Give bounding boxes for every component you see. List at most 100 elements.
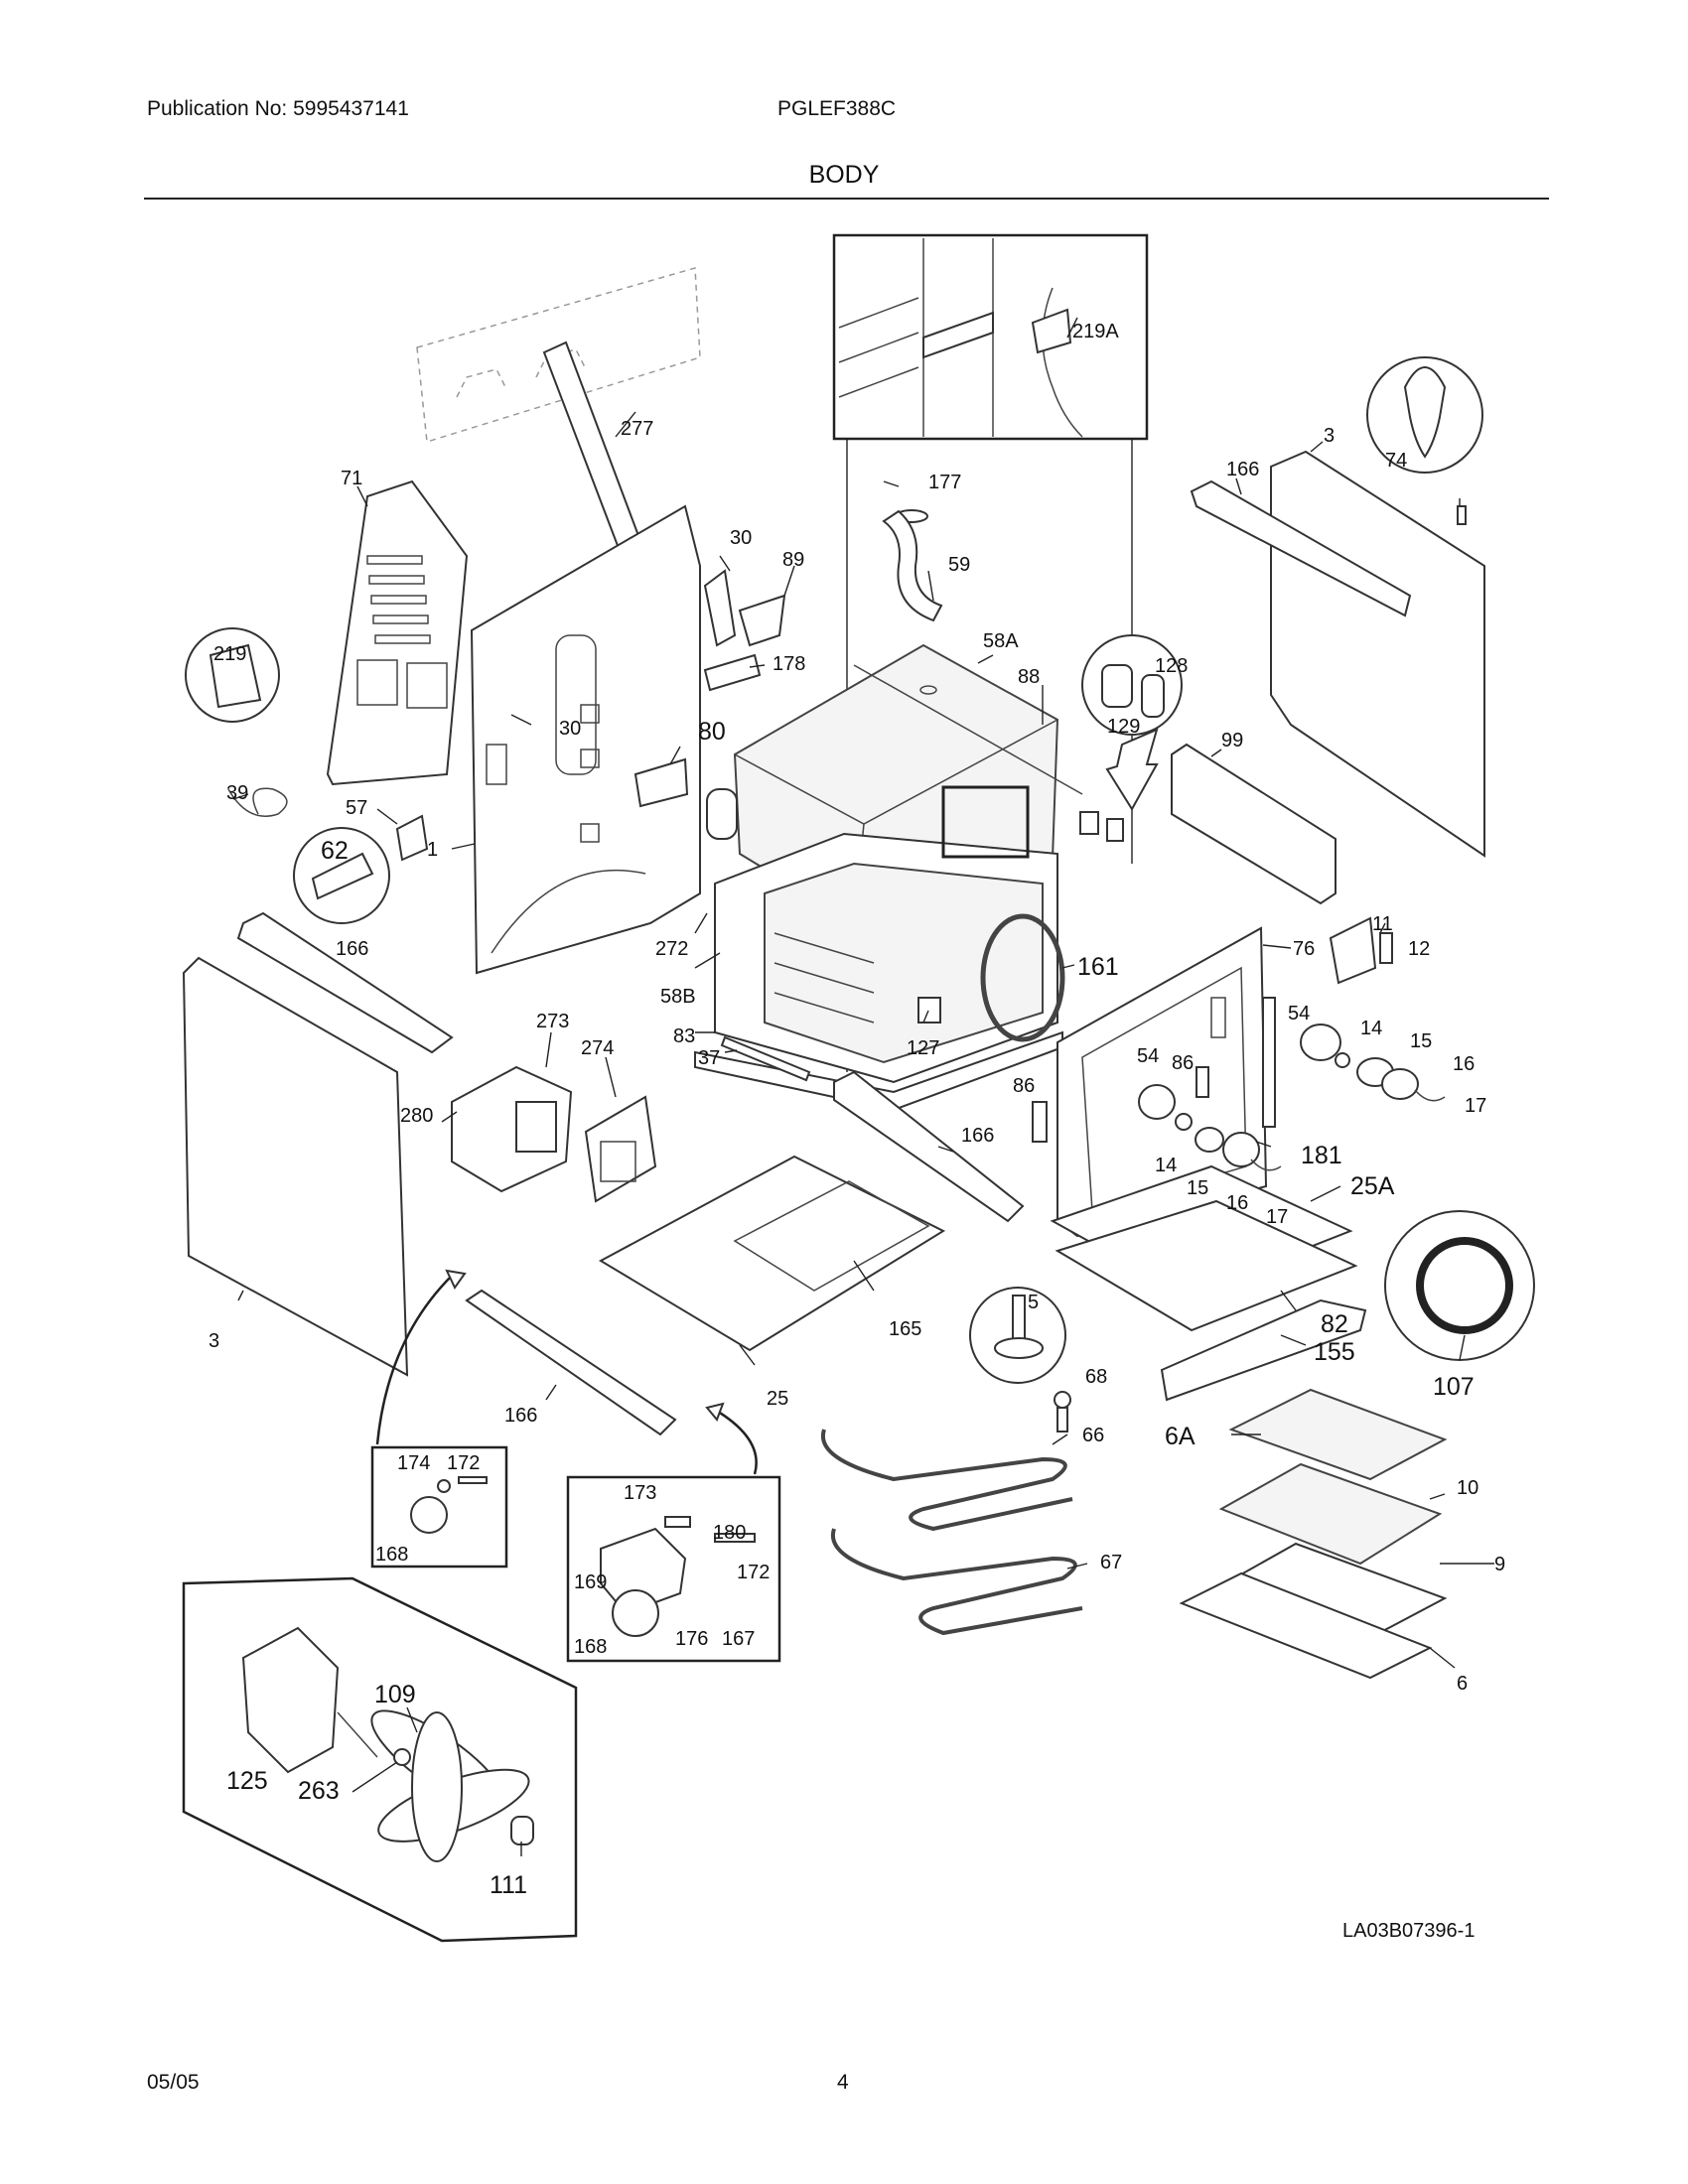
leader-lines [232,317,1494,1856]
callout-3-left: 3 [209,1330,219,1352]
callout-178: 178 [773,653,805,675]
cord-39 [227,787,288,817]
callout-62: 62 [321,837,349,865]
callout-86-upper: 86 [1172,1052,1194,1074]
callout-10: 10 [1457,1477,1478,1499]
header-divider [144,198,1549,200]
callout-176: 176 [675,1628,708,1650]
bracket-178 [703,653,762,692]
footer-page-number: 4 [837,2071,849,2094]
callout-15-upper: 15 [1410,1030,1432,1052]
callout-167: 167 [722,1628,755,1650]
insulation-99 [1171,743,1336,905]
side-panel-left-3 [182,956,409,1377]
callout-277: 277 [621,418,653,440]
callout-54-upper: 54 [1288,1003,1310,1024]
callout-11: 11 [1372,913,1393,935]
callout-83: 83 [673,1025,695,1047]
callout-129: 129 [1107,716,1140,738]
callout-174: 174 [397,1452,430,1474]
callout-5: 5 [1028,1292,1039,1313]
broil-pan-insert-10 [1218,1462,1443,1566]
footer-date: 05/05 [147,2071,200,2094]
callout-74: 74 [1385,450,1407,472]
door-gasket-161 [980,913,1065,1042]
callout-128: 128 [1155,655,1188,677]
callout-88: 88 [1018,666,1040,688]
callout-59: 59 [948,554,970,576]
callout-180: 180 [713,1522,746,1544]
callout-12: 12 [1408,938,1430,960]
trim-166-top [1190,479,1412,617]
oven-cavity [694,832,1063,1112]
callout-80: 80 [698,718,726,746]
bottom-panel-25 [598,1155,946,1352]
model-number: PGLEF388C [777,97,897,120]
callout-71: 71 [341,468,362,489]
callout-86-lower: 86 [1013,1075,1035,1097]
motor-bracket-273 [451,1065,573,1193]
callout-172-left: 172 [447,1452,480,1474]
bracket-30-89 [703,569,786,647]
inset-leveler-5 [969,1287,1066,1384]
callout-89: 89 [782,549,804,571]
callout-39: 39 [226,782,248,804]
inset-128-129 [1081,634,1183,811]
callout-17-upper: 17 [1465,1095,1486,1117]
callout-15-lower: 15 [1187,1177,1208,1199]
hose-59 [882,509,943,622]
fan-cover-107 [1384,1210,1535,1361]
inset-convection-motor [182,1576,578,1943]
callout-58B: 58B [660,986,696,1008]
callout-3-top: 3 [1324,425,1335,447]
callout-14-upper: 14 [1360,1018,1382,1039]
callout-219A: 219A [1072,321,1119,342]
bracket-80 [633,757,689,808]
callout-181: 181 [1301,1142,1342,1169]
inset-219A [832,233,1149,441]
callout-14-lower: 14 [1155,1155,1177,1176]
callout-219: 219 [213,643,246,665]
callout-1: 1 [427,839,438,861]
cover-57 [395,814,429,862]
callout-173: 173 [624,1482,656,1504]
callout-165: 165 [889,1318,921,1340]
callout-274: 274 [581,1037,614,1059]
callout-169: 169 [574,1571,607,1593]
back-panel-1 [470,504,701,975]
callout-25: 25 [767,1388,788,1410]
callout-166-lower: 166 [504,1405,537,1427]
broil-pan-6A [1228,1388,1448,1481]
connector-127 [917,997,941,1024]
floor-plates-25A [1050,1164,1367,1402]
callout-16-lower: 16 [1226,1192,1248,1214]
bracket-11 [1329,916,1393,985]
arrow-to-knob [375,1269,467,1445]
callout-82: 82 [1321,1310,1348,1338]
callout-177: 177 [928,472,961,493]
callout-111: 111 [490,1871,527,1899]
callout-54-lower: 54 [1137,1045,1159,1067]
sensor-68 [1054,1391,1071,1433]
heating-element-67 [830,1528,1083,1636]
rod-37 [720,1035,811,1082]
callout-155: 155 [1314,1338,1355,1366]
heating-element-66 [820,1429,1073,1532]
callout-66: 66 [1082,1425,1104,1446]
callout-30-top: 30 [730,527,752,549]
callout-272: 272 [655,938,688,960]
callout-58A: 58A [983,630,1019,652]
callout-263: 263 [298,1777,340,1805]
callout-168-left: 168 [375,1544,408,1566]
lamp-assembly-lower [1138,1066,1282,1171]
callout-68: 68 [1085,1366,1107,1388]
arrow-to-motor [705,1402,758,1475]
inset-knob-168-left [370,1445,508,1569]
callout-127: 127 [907,1037,939,1059]
callout-125: 125 [226,1767,268,1795]
trim-166-lower [465,1289,677,1436]
callout-172-right: 172 [737,1562,770,1583]
callout-166-left: 166 [336,938,368,960]
callout-labels: 219A 277 71 177 3 166 74 30 89 59 219 17… [209,321,1505,1899]
